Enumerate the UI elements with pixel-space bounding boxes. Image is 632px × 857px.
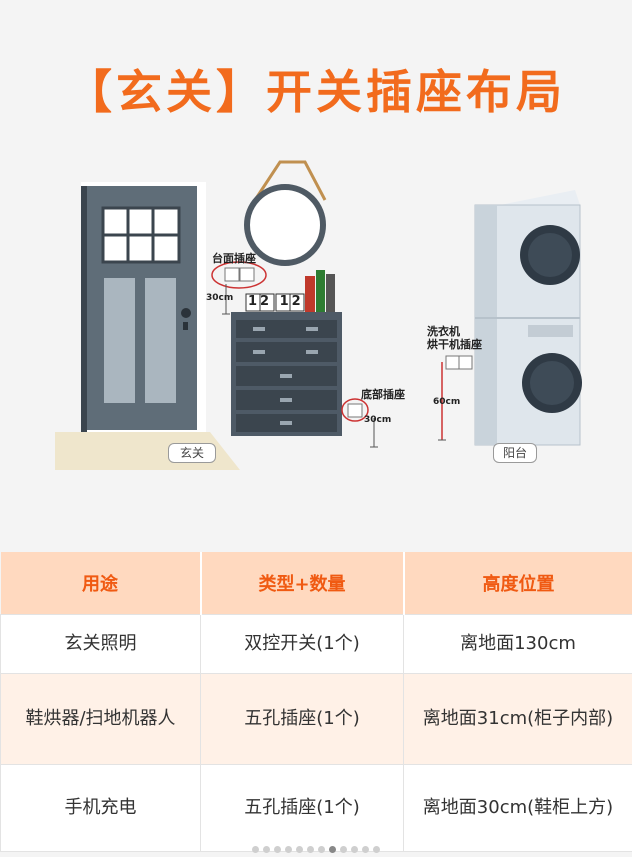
page-dot[interactable] <box>296 846 303 853</box>
page-dot[interactable] <box>252 846 259 853</box>
layout-table: 用途 类型+数量 高度位置 玄关照明 双控开关(1个) 离地面130cm 鞋烘器… <box>0 552 632 852</box>
page-dot[interactable] <box>285 846 292 853</box>
page-dot-active[interactable] <box>329 846 336 853</box>
table-cell: 鞋烘器/扫地机器人 <box>1 674 201 765</box>
mirror <box>247 187 323 263</box>
page-dot[interactable] <box>362 846 369 853</box>
clock-text: 12 12 <box>248 295 304 308</box>
table-cell: 离地面130cm <box>404 615 632 674</box>
header-height: 高度位置 <box>404 552 632 615</box>
table-row: 玄关照明 双控开关(1个) 离地面130cm <box>1 615 632 674</box>
washer-height-label: 60cm <box>433 396 460 409</box>
door-knob <box>181 308 191 318</box>
dryer-socket-label: 烘干机插座 <box>427 338 482 351</box>
page-dot[interactable] <box>373 846 380 853</box>
page-indicator <box>0 838 632 857</box>
page-dot[interactable] <box>263 846 270 853</box>
bottom-socket-label: 底部插座 <box>361 388 405 401</box>
bottom-height-label: 30cm <box>364 414 391 427</box>
counter-socket-label: 台面插座 <box>212 252 256 265</box>
table-cell: 玄关照明 <box>1 615 201 674</box>
header-usage: 用途 <box>1 552 201 615</box>
entrance-illustration <box>0 0 632 545</box>
page-dot[interactable] <box>307 846 314 853</box>
page-dot[interactable] <box>340 846 347 853</box>
washer-socket-label: 洗衣机 <box>427 325 460 338</box>
table-row: 鞋烘器/扫地机器人 五孔插座(1个) 离地面31cm(柜子内部) <box>1 674 632 765</box>
illustration: 台面插座 30cm 12 12 底部插座 30cm 洗衣机 烘干机插座 60cm… <box>0 0 632 545</box>
header-type: 类型+数量 <box>201 552 404 615</box>
table-cell: 离地面31cm(柜子内部) <box>404 674 632 765</box>
table-cell: 双控开关(1个) <box>201 615 404 674</box>
table-cell: 五孔插座(1个) <box>201 674 404 765</box>
page-dot[interactable] <box>274 846 281 853</box>
counter-height-label: 30cm <box>206 292 233 305</box>
balcony-tag: 阳台 <box>493 443 537 463</box>
entrance-tag: 玄关 <box>168 443 216 463</box>
page-dot[interactable] <box>351 846 358 853</box>
page-dot[interactable] <box>318 846 325 853</box>
